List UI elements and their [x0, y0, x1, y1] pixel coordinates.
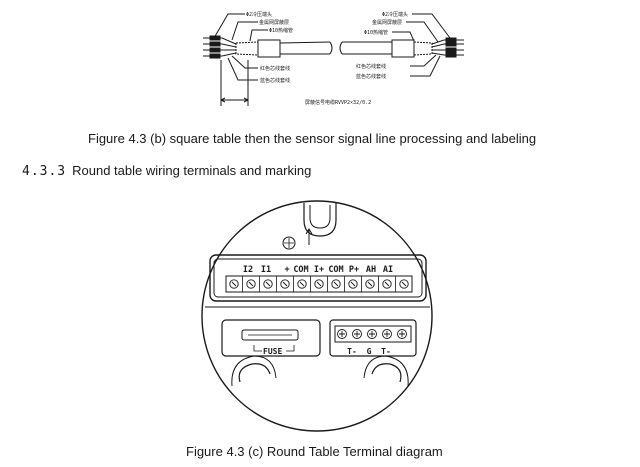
- right-label-tube: Φ10热缩管: [364, 29, 388, 36]
- left-label-blue: 蓝色芯线套线: [260, 77, 290, 84]
- left-cable-end: [203, 13, 333, 106]
- right-cable-end: [339, 13, 464, 77]
- sensor-label-1: T-: [347, 347, 357, 356]
- terminal-label-8: AH: [366, 265, 376, 275]
- terminal-label-7: P+: [349, 265, 359, 275]
- section-heading: 4.3.3 Round table wiring terminals and ma…: [22, 163, 311, 179]
- right-label-blue: 蓝色芯线套线: [356, 73, 386, 80]
- left-label-connector: Φ2冷压端头: [246, 11, 272, 18]
- figure-caption-c: Figure 4.3 (c) Round Table Terminal diag…: [186, 444, 443, 459]
- top-terminal-screws: [229, 279, 409, 289]
- left-label-tube: Φ10热缩管: [269, 27, 293, 34]
- terminal-label-1: I2: [243, 265, 253, 275]
- right-label-shield: 金属网屏蔽层: [372, 19, 402, 26]
- figure-caption-b: Figure 4.3 (b) square table then the sen…: [88, 131, 537, 146]
- left-label-red: 红色芯线套线: [260, 65, 290, 72]
- right-label-connector: Φ2冷压端头: [382, 11, 408, 18]
- terminal-label-9: AI: [383, 265, 393, 275]
- terminal-label-3: +: [284, 265, 289, 275]
- section-title: Round table wiring terminals and marking: [72, 163, 312, 178]
- sensor-label-2: G: [367, 347, 372, 356]
- round-terminal-diagram: I2 I1 + COM I+ COM P+ AH AI FUSE T- G T-: [201, 200, 433, 432]
- housing-outline: [201, 200, 433, 432]
- right-label-red: 红色芯线套线: [356, 63, 386, 70]
- left-label-shield: 金属网屏蔽层: [259, 19, 289, 26]
- cable-spec-label: 屏蔽信号电缆RVVP2×32/0.2: [305, 99, 371, 106]
- sensor-terminal-screws: [337, 329, 407, 339]
- section-number: 4.3.3: [22, 164, 67, 179]
- sensor-label-3: T-: [381, 347, 391, 356]
- terminal-label-5: I+: [314, 265, 324, 275]
- terminal-label-4: COM: [293, 265, 308, 275]
- terminal-label-2: I1: [261, 265, 271, 275]
- cable-processing-figure: Φ2冷压端头 金属网屏蔽层 Φ10热缩管 红色芯线套线 蓝色芯线套线 Φ2冷压端…: [203, 11, 464, 106]
- fuse-label: FUSE: [263, 347, 282, 356]
- terminal-label-6: COM: [328, 265, 343, 275]
